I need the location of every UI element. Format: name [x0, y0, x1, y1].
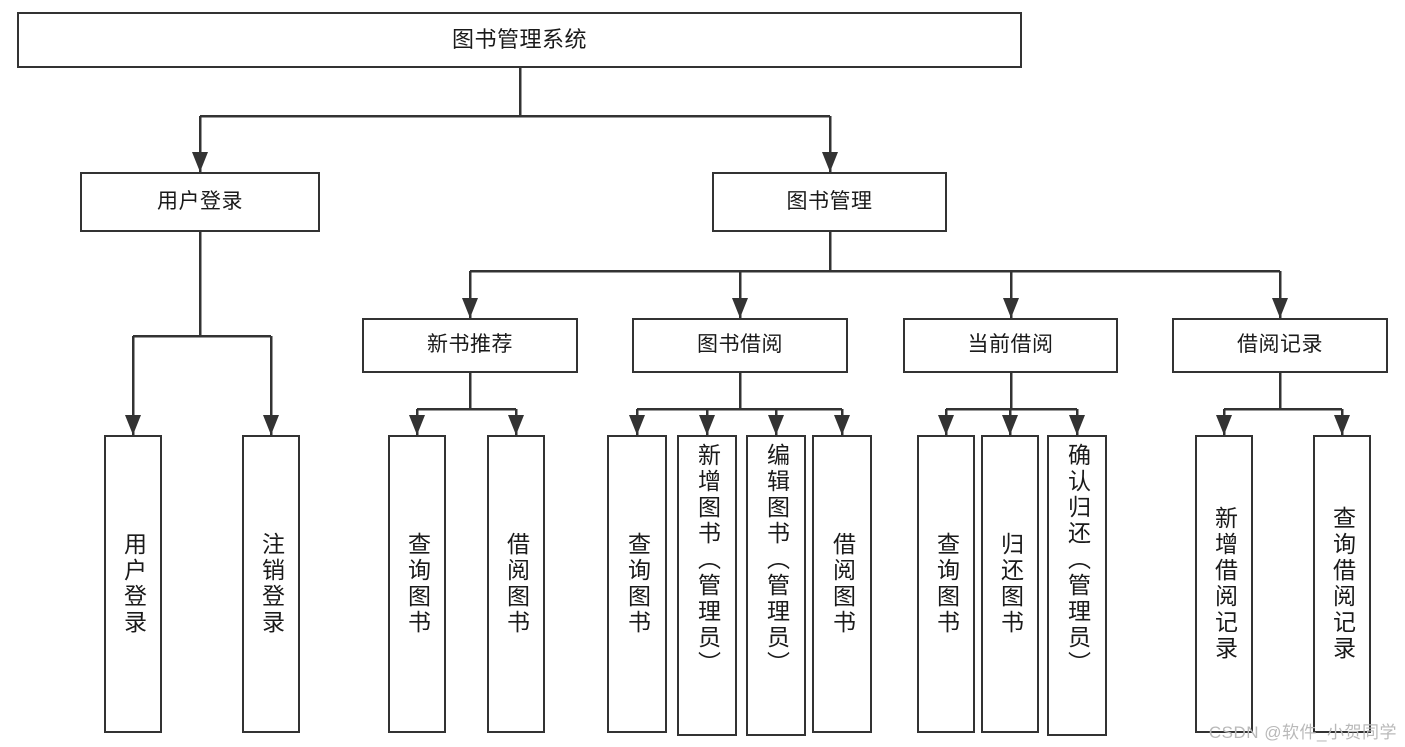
edge-current-leaves-arrowhead-1 [1002, 415, 1018, 435]
node-label-leaf-cb-query: 查询图书 [933, 532, 960, 636]
node-current-borrow[interactable]: 当前借阅 [903, 318, 1118, 373]
node-label-leaf-br-add: 新增借阅记录 [1211, 506, 1238, 662]
edge-current-leaves-arrowhead-2 [1069, 415, 1085, 435]
node-label-leaf-cb-confirm: 确认归还（管理员） [1064, 443, 1091, 677]
edge-borrow-leaves-arrowhead-2 [768, 415, 784, 435]
edge-rec-leaves-arrowhead-0 [409, 415, 425, 435]
node-leaf-bb-edit[interactable]: 编辑图书（管理员） [746, 435, 806, 736]
edge-borrow-leaves-arrowhead-1 [699, 415, 715, 435]
node-leaf-rec-borrow[interactable]: 借阅图书 [487, 435, 545, 733]
edge-root-to-level1-arrowhead-0 [192, 152, 208, 172]
node-leaf-user-logout[interactable]: 注销登录 [242, 435, 300, 733]
node-leaf-br-query[interactable]: 查询借阅记录 [1313, 435, 1371, 733]
node-leaf-bb-add[interactable]: 新增图书（管理员） [677, 435, 737, 736]
edge-record-leaves-arrowhead-0 [1216, 415, 1232, 435]
node-leaf-br-add[interactable]: 新增借阅记录 [1195, 435, 1253, 733]
edge-bookmanage-to-l2-arrowhead-2 [1003, 298, 1019, 318]
node-label-leaf-user-logout: 注销登录 [258, 532, 285, 636]
node-label-leaf-bb-edit: 编辑图书（管理员） [763, 443, 790, 677]
node-label-new-book-rec: 新书推荐 [427, 333, 513, 357]
node-label-current-borrow: 当前借阅 [967, 333, 1054, 357]
node-leaf-user-login[interactable]: 用户登录 [104, 435, 162, 733]
edge-borrow-leaves-arrowhead-3 [834, 415, 850, 435]
node-root[interactable]: 图书管理系统 [17, 12, 1022, 68]
node-label-user-login: 用户登录 [157, 189, 243, 213]
edge-bookmanage-to-l2-arrowhead-0 [462, 298, 478, 318]
edge-rec-leaves-arrowhead-1 [508, 415, 524, 435]
node-label-root: 图书管理系统 [451, 27, 587, 53]
edge-borrow-leaves-arrowhead-0 [629, 415, 645, 435]
node-leaf-cb-confirm[interactable]: 确认归还（管理员） [1047, 435, 1107, 736]
node-label-leaf-user-login: 用户登录 [120, 532, 147, 636]
node-leaf-cb-return[interactable]: 归还图书 [981, 435, 1039, 733]
node-leaf-bb-query[interactable]: 查询图书 [607, 435, 667, 733]
node-user-login[interactable]: 用户登录 [80, 172, 320, 232]
node-label-leaf-rec-borrow: 借阅图书 [503, 532, 530, 636]
edge-root-to-level1-arrowhead-1 [822, 152, 838, 172]
node-label-leaf-br-query: 查询借阅记录 [1329, 506, 1356, 662]
edge-userlogin-leaves-arrowhead-0 [125, 415, 141, 435]
node-book-manage[interactable]: 图书管理 [712, 172, 947, 232]
node-borrow-record[interactable]: 借阅记录 [1172, 318, 1388, 373]
node-label-borrow-record: 借阅记录 [1237, 333, 1323, 357]
edge-record-leaves-arrowhead-1 [1334, 415, 1350, 435]
node-label-leaf-bb-add: 新增图书（管理员） [694, 443, 721, 677]
node-label-book-borrow: 图书借阅 [697, 333, 783, 357]
node-label-book-manage: 图书管理 [786, 189, 873, 213]
node-leaf-rec-query[interactable]: 查询图书 [388, 435, 446, 733]
edge-bookmanage-to-l2-arrowhead-3 [1272, 298, 1288, 318]
node-book-borrow[interactable]: 图书借阅 [632, 318, 848, 373]
node-label-leaf-cb-return: 归还图书 [997, 532, 1024, 636]
edge-bookmanage-to-l2-arrowhead-1 [732, 298, 748, 318]
node-leaf-cb-query[interactable]: 查询图书 [917, 435, 975, 733]
edge-current-leaves-arrowhead-0 [938, 415, 954, 435]
edge-userlogin-leaves-arrowhead-1 [263, 415, 279, 435]
node-leaf-bb-borrow[interactable]: 借阅图书 [812, 435, 872, 733]
node-label-leaf-bb-borrow: 借阅图书 [829, 532, 856, 636]
node-label-leaf-rec-query: 查询图书 [404, 532, 431, 636]
node-label-leaf-bb-query: 查询图书 [624, 532, 651, 636]
node-new-book-rec[interactable]: 新书推荐 [362, 318, 578, 373]
